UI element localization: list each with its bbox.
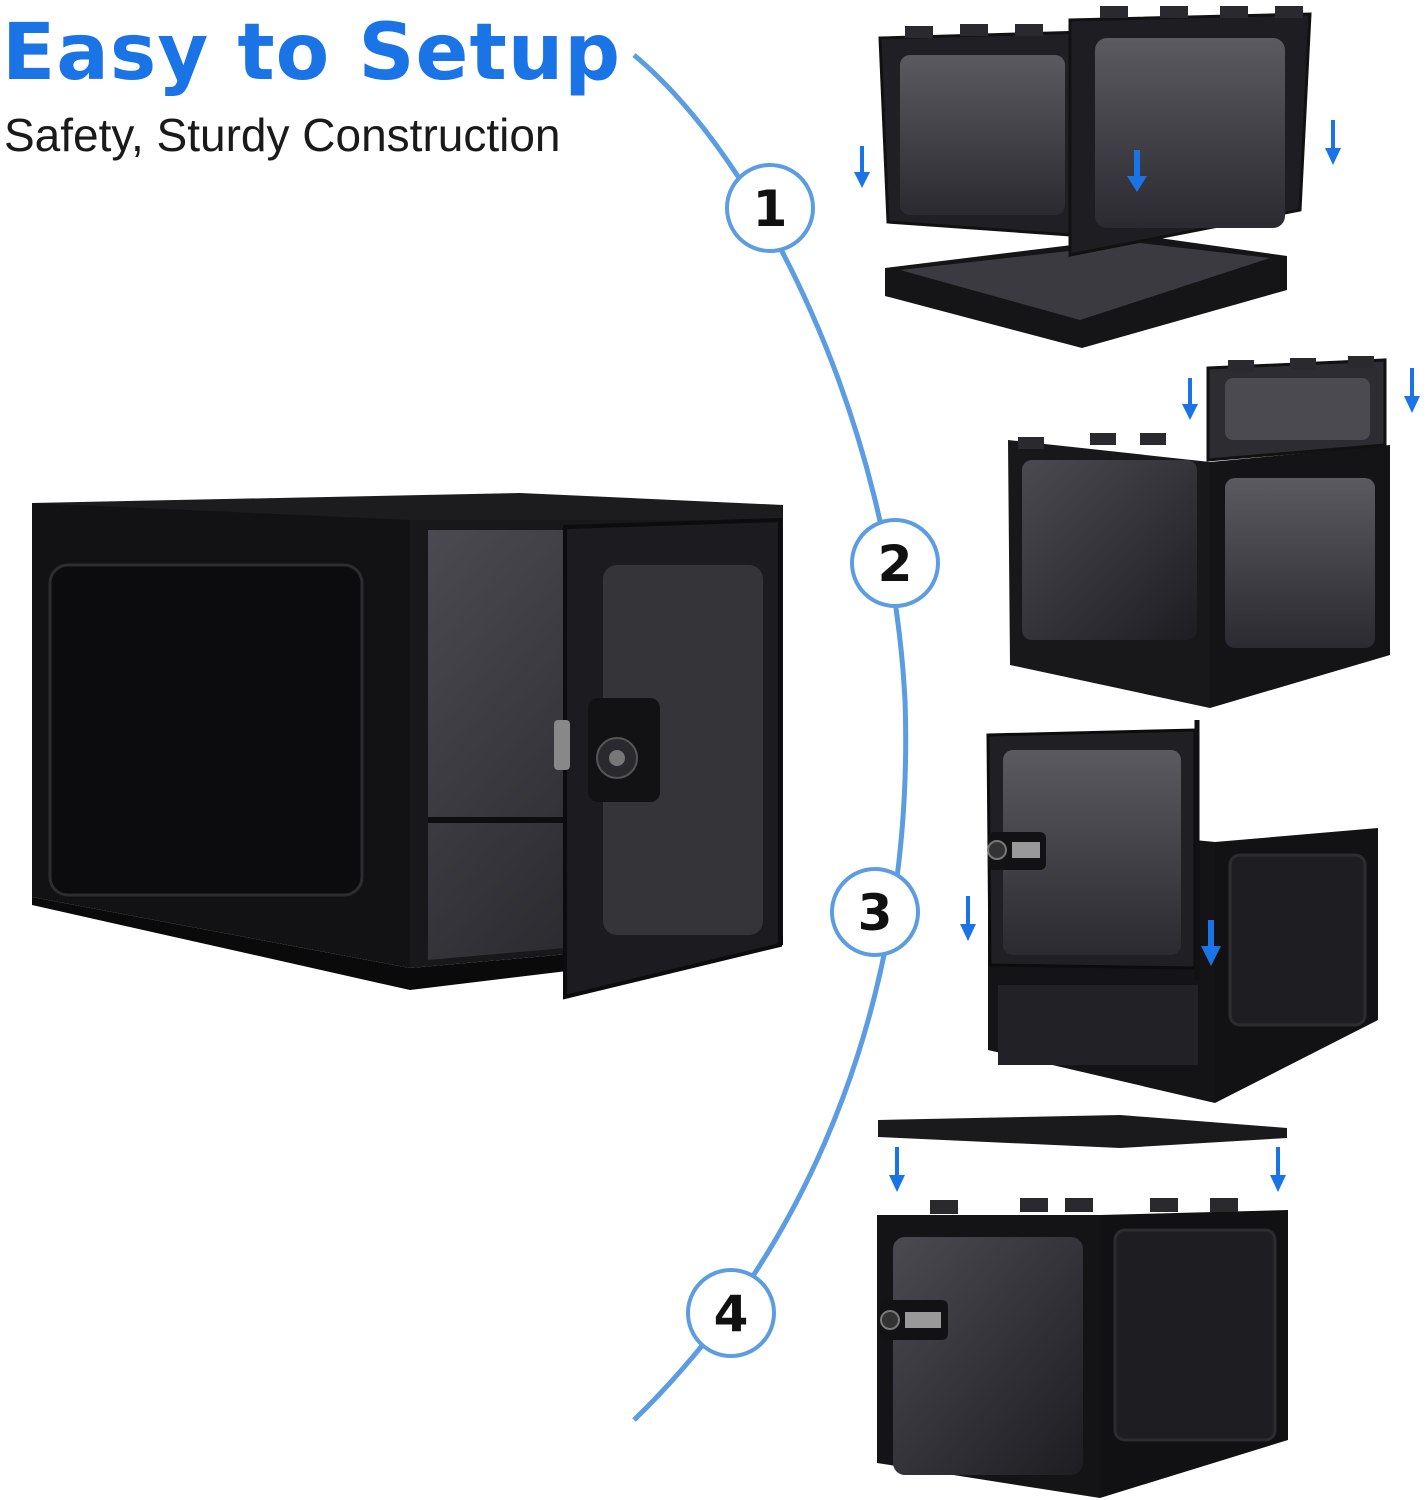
step-badge-3: 3 bbox=[830, 867, 920, 957]
step-badge-2: 2 bbox=[850, 518, 940, 608]
down-arrow-icon bbox=[1201, 920, 1221, 966]
step-number: 3 bbox=[858, 884, 893, 942]
step-badge-4: 4 bbox=[686, 1268, 776, 1358]
down-arrow-icon bbox=[1270, 1147, 1286, 1192]
down-arrow-icon bbox=[889, 1147, 905, 1192]
page-subtitle: Safety, Sturdy Construction bbox=[4, 109, 561, 161]
step-number: 1 bbox=[753, 180, 788, 238]
down-arrow-icon bbox=[854, 146, 870, 188]
down-arrow-icon bbox=[960, 896, 976, 941]
step-number: 4 bbox=[714, 1285, 749, 1343]
step-2-image bbox=[1008, 356, 1390, 708]
step-1-image bbox=[878, 6, 1312, 348]
step-4-image bbox=[877, 1115, 1288, 1498]
down-arrow-icon bbox=[1127, 150, 1147, 192]
down-arrow-icon bbox=[1404, 368, 1420, 413]
step-3-image bbox=[986, 720, 1378, 1103]
assembled-box-image bbox=[32, 493, 783, 1000]
step-number: 2 bbox=[878, 535, 913, 593]
page-title: Easy to Setup bbox=[2, 8, 622, 98]
down-arrow-icon bbox=[1325, 120, 1341, 165]
step-badge-1: 1 bbox=[725, 163, 815, 253]
down-arrow-icon bbox=[1182, 378, 1198, 420]
